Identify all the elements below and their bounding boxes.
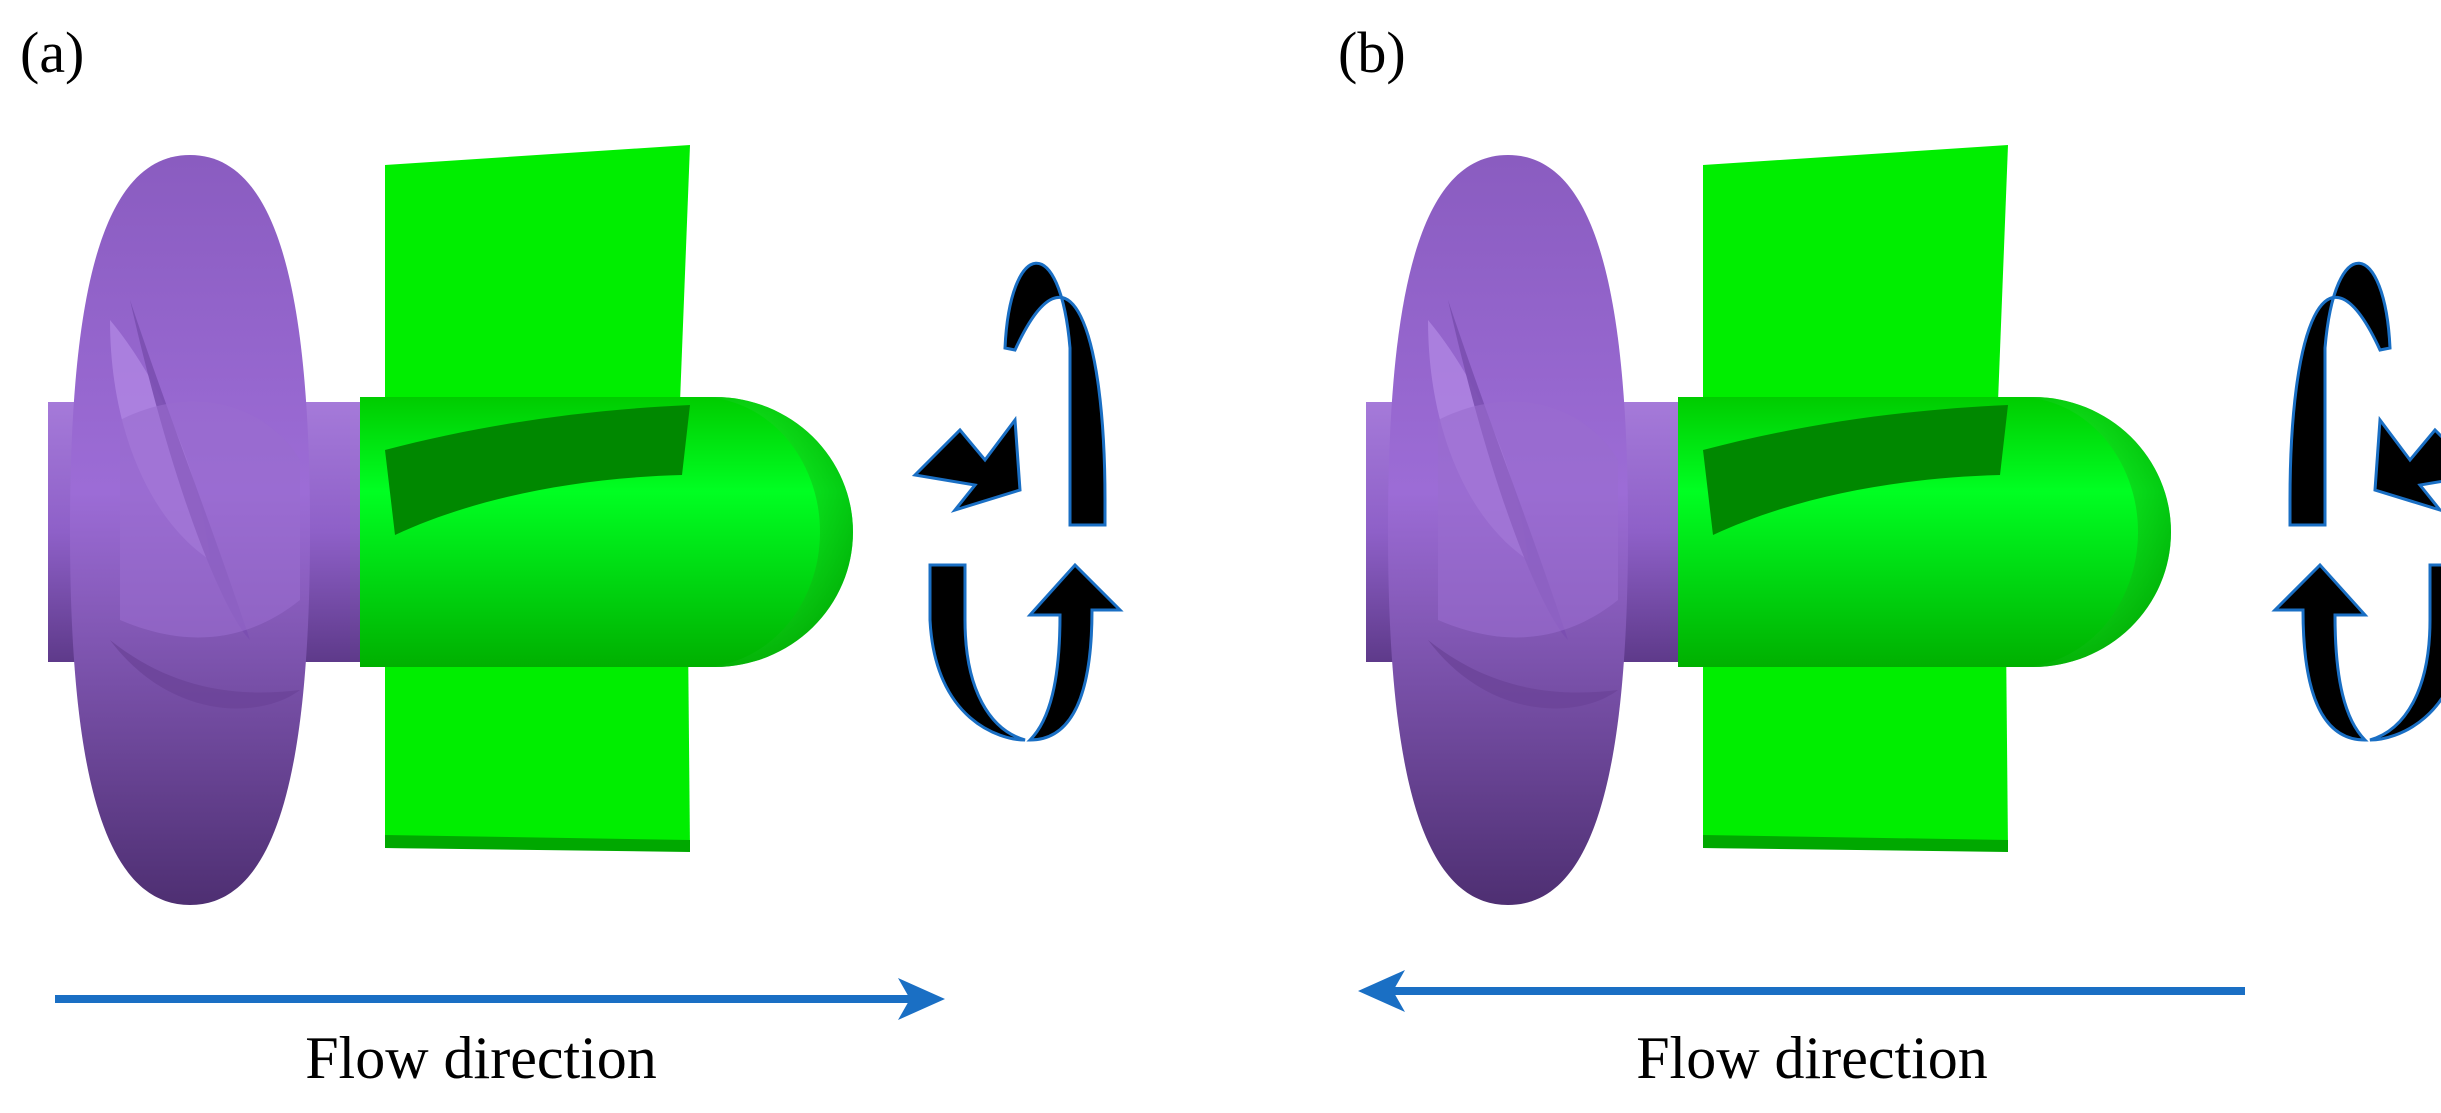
panel-b-label: (b) <box>1338 20 1406 85</box>
rotation-arrows-a <box>911 261 1124 742</box>
rotation-arrows-b <box>2271 261 2441 742</box>
flow-label-a: Flow direction <box>305 1025 657 1091</box>
flow-arrow-b <box>1358 970 2245 1012</box>
rotation-arrow-upper-b <box>2288 261 2392 527</box>
turbine-a <box>48 145 853 905</box>
rotation-arrow-lower-b <box>2369 563 2441 742</box>
panel-a-label: (a) <box>20 20 84 85</box>
rotation-arrowhead-lower-b <box>2271 562 2369 742</box>
rotation-arrowhead-upper-b <box>2373 415 2441 512</box>
rotation-arrowhead-lower-a <box>1026 562 1124 742</box>
rotation-arrowhead-upper-a <box>911 415 1022 513</box>
rotation-arrow-upper-a <box>1003 261 1107 527</box>
flow-label-b: Flow direction <box>1636 1025 1988 1091</box>
rotation-arrow-lower-a <box>928 563 1026 742</box>
flow-arrow-a <box>55 978 945 1020</box>
turbine-b <box>1366 145 2171 905</box>
